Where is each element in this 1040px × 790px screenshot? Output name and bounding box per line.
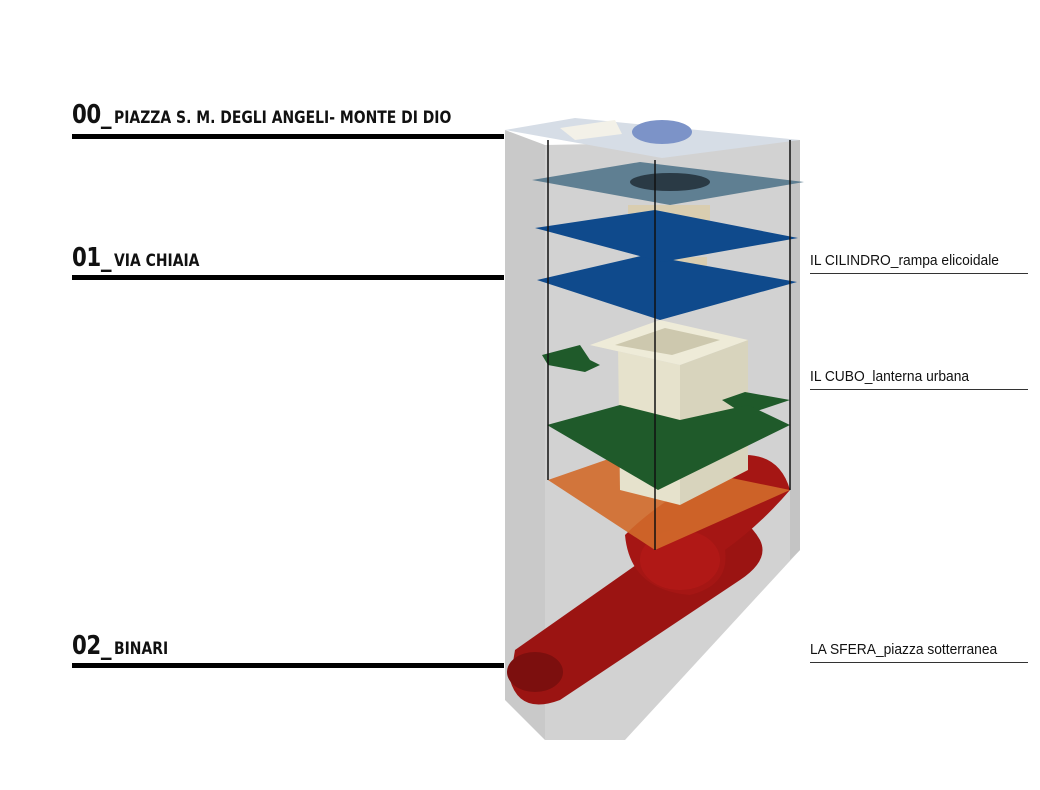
dome <box>632 120 692 144</box>
green-plane-lower <box>547 405 790 490</box>
tube-end <box>507 652 563 692</box>
cube-top-inner <box>615 328 720 355</box>
component-label-cilindro: IL CILINDRO_rampa elicoidale <box>810 252 999 269</box>
level-01: 01_VIA CHIAIA <box>72 243 218 273</box>
level-name: VIA CHIAIA <box>113 251 200 271</box>
plane-opening <box>630 173 710 191</box>
green-plane-upper <box>542 345 600 372</box>
level-name: BINARI <box>113 639 168 659</box>
volume-right <box>790 140 800 560</box>
level-02: 02_BINARI <box>72 631 180 661</box>
blue-plane-lower <box>537 255 797 320</box>
level-00: 00_PIAZZA S. M. DEGLI ANGELI- MONTE DI D… <box>72 100 525 130</box>
level-01-rule <box>72 275 504 280</box>
volume-front <box>505 130 545 740</box>
component-rule <box>810 273 1028 274</box>
level-code: 00_ <box>72 100 112 130</box>
level-00-rule <box>72 134 504 139</box>
level-02-rule <box>72 663 504 668</box>
component-label-cubo: IL CUBO_lanterna urbana <box>810 368 970 385</box>
blue-plane-upper <box>535 210 798 262</box>
level-code: 01_ <box>72 243 112 273</box>
level-code: 02_ <box>72 631 112 661</box>
component-label-sfera: LA SFERA_piazza sotterranea <box>810 641 998 658</box>
component-rule <box>810 389 1028 390</box>
level-name: PIAZZA S. M. DEGLI ANGELI- MONTE DI DIO <box>113 108 452 128</box>
component-rule <box>810 662 1028 663</box>
top-plane-building <box>560 120 622 140</box>
